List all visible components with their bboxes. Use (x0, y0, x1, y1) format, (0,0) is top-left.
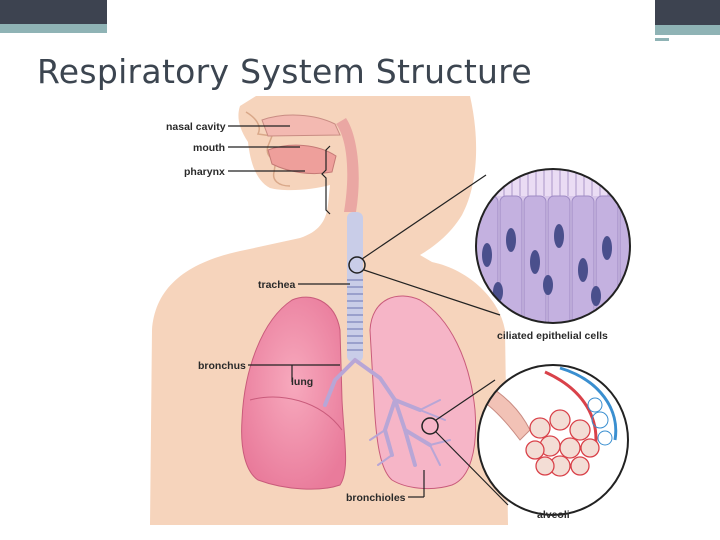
label-bronchus: bronchus (198, 360, 246, 372)
slide-title: Respiratory System Structure (37, 52, 533, 91)
head-profile (245, 111, 291, 187)
label-leaders (228, 125, 425, 498)
trachea-rings (347, 279, 363, 351)
pharynx-bracket (321, 145, 331, 215)
label-mouth: mouth (193, 142, 225, 154)
left-lung (241, 296, 347, 490)
slide-corner-right-accent (655, 0, 720, 41)
nasal-cavity-shape (261, 114, 341, 137)
callout-line (363, 269, 501, 316)
callout-line (361, 174, 487, 260)
trachea-zoom-marker (348, 256, 366, 274)
ciliated-cells-view (475, 168, 631, 324)
label-alveoli: alveoli (537, 509, 570, 521)
pharynx-shape (336, 118, 359, 212)
label-pharynx: pharynx (184, 166, 225, 178)
bronchioles-branches (369, 399, 451, 466)
mouth-shape (267, 144, 337, 175)
label-trachea: trachea (258, 279, 296, 291)
left-lung-fissure (249, 396, 343, 431)
alveoli-zoom-marker (421, 417, 439, 435)
label-ciliated-cells: ciliated epithelial cells (497, 330, 608, 342)
alveoli-view (477, 364, 629, 516)
callout-line (435, 431, 509, 506)
slide-corner-left-accent (0, 0, 107, 33)
label-nasal-cavity: nasal cavity (166, 121, 226, 133)
callout-line (435, 379, 496, 421)
label-lung: lung (291, 376, 313, 388)
label-bronchioles: bronchioles (346, 492, 406, 504)
